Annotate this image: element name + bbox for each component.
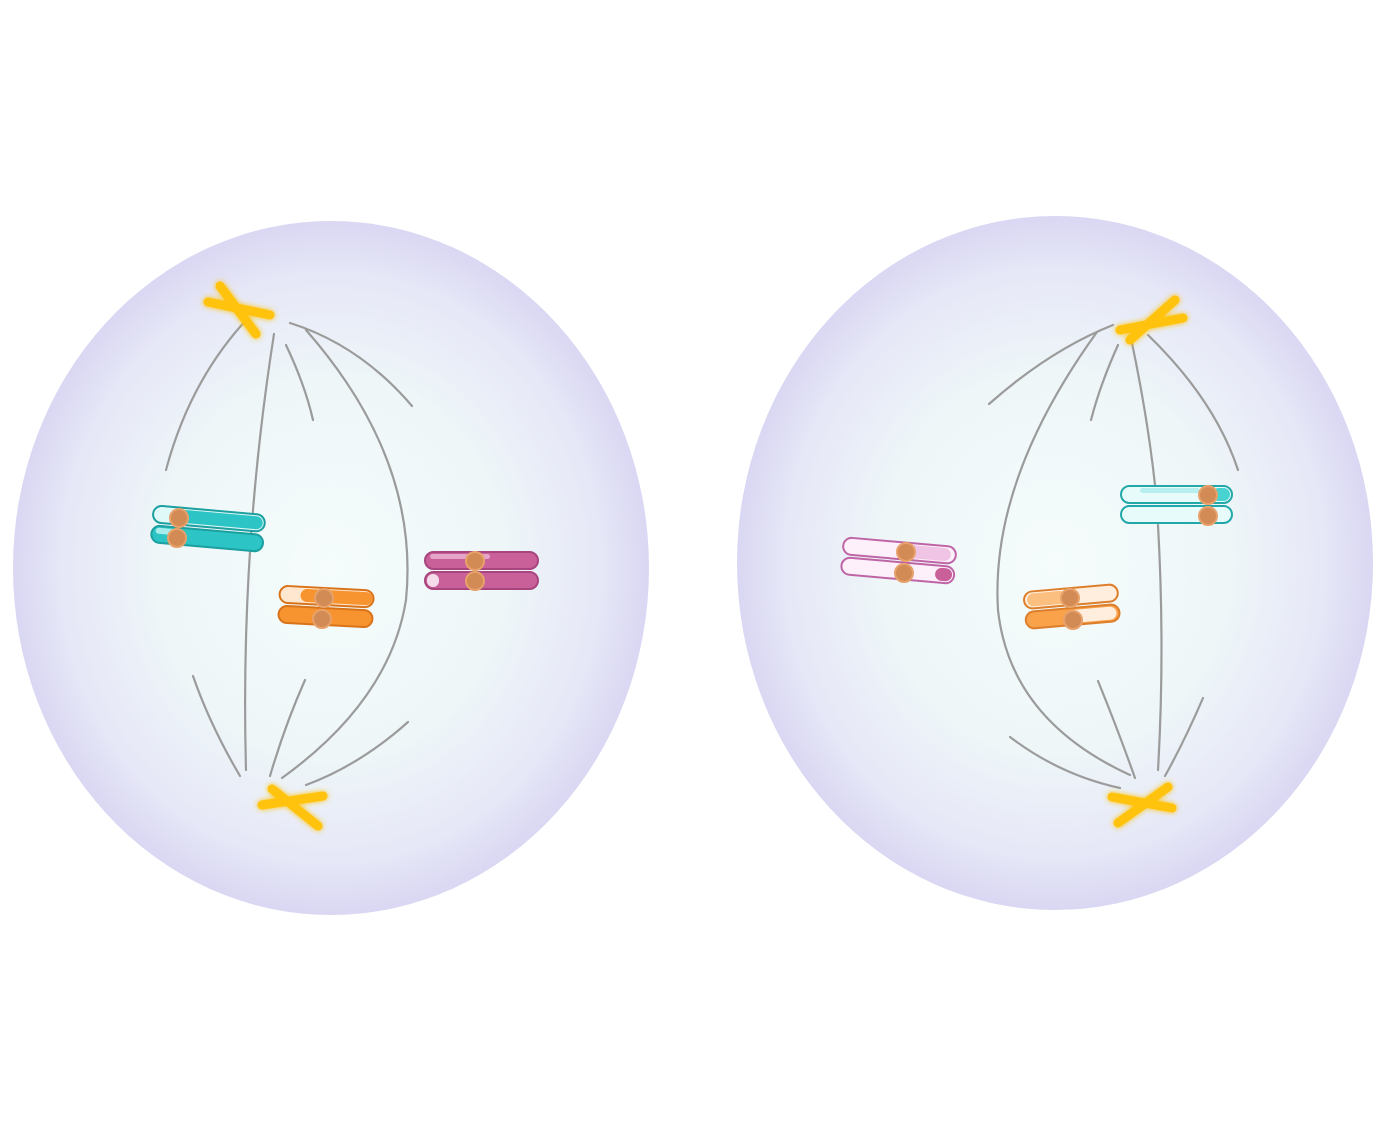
centromere: [896, 542, 916, 562]
chromosome-orange: [1023, 583, 1121, 630]
cell-right: [737, 216, 1373, 910]
centromere: [1198, 485, 1218, 505]
chromosome-teal: [150, 504, 266, 553]
cell-membrane: [737, 216, 1373, 910]
centromere: [1060, 588, 1080, 608]
cell-membrane: [13, 221, 649, 915]
centriole-top: [203, 281, 275, 339]
centromere: [465, 571, 485, 591]
centromere: [465, 551, 485, 571]
chromosome-magenta: [424, 551, 539, 591]
centromere: [1198, 506, 1218, 526]
centromere: [167, 528, 187, 548]
centromere: [314, 588, 334, 608]
cell-left: [13, 221, 649, 915]
centromere: [312, 609, 332, 629]
chromosome-pink: [840, 536, 957, 585]
chromosome-teal: [1120, 485, 1233, 526]
centriole-bottom: [1107, 782, 1177, 828]
centromere: [169, 508, 189, 528]
centromere: [894, 563, 914, 583]
spindle-fibers: [164, 316, 414, 787]
chromosome-orange: [277, 585, 375, 629]
centriole-bottom: [257, 784, 328, 831]
centromere: [1063, 610, 1083, 630]
centriole-top: [1115, 295, 1188, 345]
spindle-fibers: [987, 323, 1240, 790]
